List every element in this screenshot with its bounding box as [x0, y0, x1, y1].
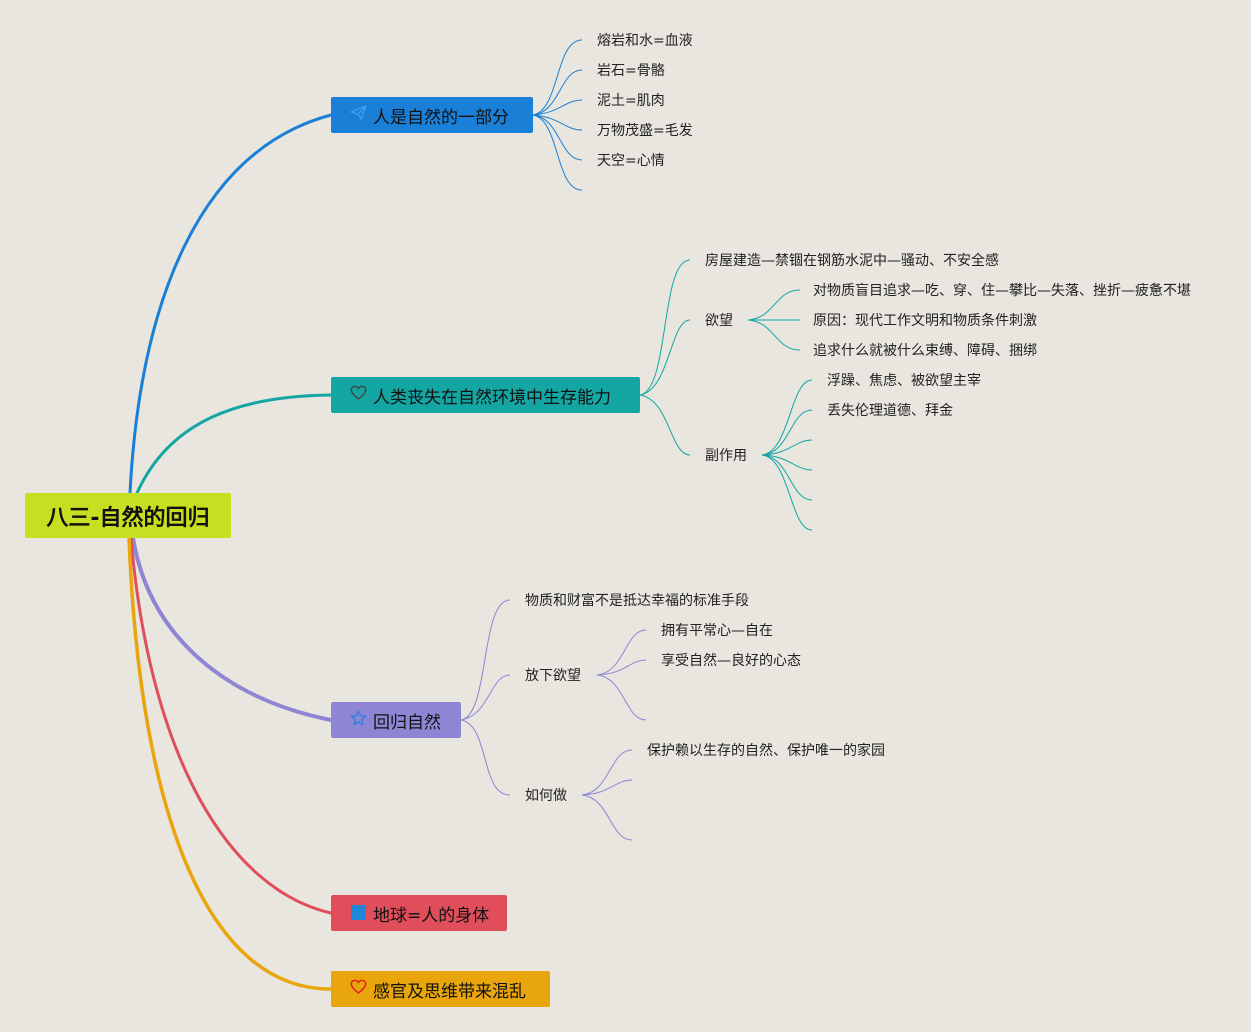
branch-1-fan [532, 39, 583, 191]
subtopic-2-3[interactable]: 副作用 [705, 448, 747, 464]
leaf-2-3-1[interactable]: 浮躁、焦虑、被欲望主宰 [827, 373, 981, 389]
leaf-2-2-1[interactable]: 对物质盲目追求—吃、穿、住—攀比—失落、挫折—疲惫不堪 [813, 283, 1191, 299]
leaf-2-2-3[interactable]: 追求什么就被什么束缚、障碍、捆绑 [813, 343, 1037, 359]
subtopic-2-2[interactable]: 欲望 [705, 313, 733, 329]
branch-topic-4-label: 地球=人的身体 [373, 905, 490, 926]
leaf-3-3-1[interactable]: 保护赖以生存的自然、保护唯一的家园 [647, 743, 885, 759]
leaf-3-2-2[interactable]: 享受自然—良好的心态 [661, 653, 801, 669]
square-icon [349, 903, 367, 923]
leaf-1-2[interactable]: 岩石=骨骼 [597, 63, 665, 79]
branch-topic-2-label: 人类丧失在自然环境中生存能力 [373, 387, 611, 408]
subtopic-3-2[interactable]: 放下欲望 [525, 668, 581, 684]
root-topic-label: 八三-自然的回归 [46, 505, 210, 531]
branch-2-fan [639, 259, 813, 531]
branch-topic-2[interactable]: 人类丧失在自然环境中生存能力 [331, 377, 640, 413]
branch-topic-1-label: 人是自然的一部分 [373, 107, 509, 128]
leaf-3-2-1[interactable]: 拥有平常心—自在 [661, 623, 773, 639]
branch-topic-3-label: 回归自然 [373, 712, 441, 733]
star-outline-icon [349, 709, 367, 731]
branch-topic-5-label: 感官及思维带来混乱 [373, 981, 526, 1002]
leaf-3-1[interactable]: 物质和财富不是抵达幸福的标准手段 [525, 593, 749, 609]
branch-topic-3[interactable]: 回归自然 [331, 702, 461, 738]
connector-root-to-branch-5 [127, 536, 333, 991]
leaf-1-5[interactable]: 天空=心情 [597, 153, 665, 169]
branch-topic-5[interactable]: 感官及思维带来混乱 [331, 971, 550, 1007]
leaf-1-3[interactable]: 泥土=肌肉 [597, 93, 665, 109]
connector-root-to-branch-4 [129, 536, 333, 915]
paper-plane-icon [349, 105, 367, 125]
connector-root-to-branch-2 [135, 393, 333, 495]
heart-outline-icon [349, 385, 367, 405]
leaf-2-3-2[interactable]: 丢失伦理道德、拜金 [827, 403, 953, 419]
root-topic[interactable]: 八三-自然的回归 [25, 493, 231, 538]
heart-outline-icon [349, 979, 367, 999]
leaf-1-1[interactable]: 熔岩和水=血液 [597, 33, 693, 49]
leaf-2-2-2[interactable]: 原因：现代工作文明和物质条件刺激 [813, 313, 1037, 329]
connector-root-to-branch-1 [128, 113, 333, 495]
leaf-2-1[interactable]: 房屋建造—禁锢在钢筋水泥中—骚动、不安全感 [705, 253, 999, 269]
connector-root-to-branch-3 [131, 536, 333, 722]
subtopic-3-3[interactable]: 如何做 [525, 788, 567, 804]
branch-3-fan [460, 599, 647, 841]
leaf-1-4[interactable]: 万物茂盛=毛发 [597, 123, 693, 139]
branch-topic-4[interactable]: 地球=人的身体 [331, 895, 507, 931]
branch-topic-1[interactable]: 人是自然的一部分 [331, 97, 533, 133]
